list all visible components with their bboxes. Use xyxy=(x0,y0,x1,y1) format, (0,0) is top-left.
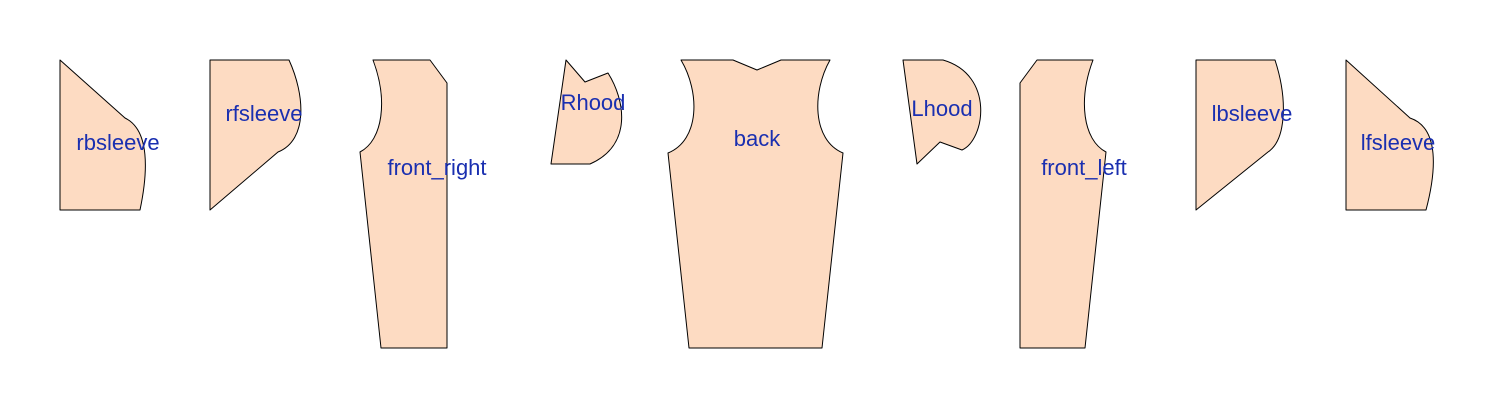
piece-lhood: Lhood xyxy=(902,59,982,165)
piece-rhood: Rhood xyxy=(550,59,626,165)
piece-front-right-label: front_right xyxy=(387,155,486,180)
piece-lfsleeve: lfsleeve xyxy=(1345,59,1436,211)
piece-front-left-label: front_left xyxy=(1041,155,1127,180)
piece-rhood-shape xyxy=(550,59,623,165)
piece-rbsleeve: rbsleeve xyxy=(59,59,160,211)
piece-rfsleeve-label: rfsleeve xyxy=(225,101,302,126)
piece-back-label: back xyxy=(734,126,781,151)
piece-lbsleeve-label: lbsleeve xyxy=(1212,101,1293,126)
piece-back-shape xyxy=(667,59,844,349)
piece-lfsleeve-shape xyxy=(1345,59,1434,211)
piece-front-right-shape xyxy=(359,59,448,349)
piece-lhood-label: Lhood xyxy=(911,96,972,121)
piece-rbsleeve-label: rbsleeve xyxy=(76,130,159,155)
piece-rfsleeve: rfsleeve xyxy=(209,59,303,211)
piece-lhood-shape xyxy=(902,59,982,165)
piece-lbsleeve-shape xyxy=(1195,59,1284,211)
piece-front-left: front_left xyxy=(1019,59,1127,349)
piece-rfsleeve-shape xyxy=(209,59,302,211)
piece-front-right: front_right xyxy=(359,59,487,349)
piece-back: back xyxy=(667,59,844,349)
piece-lfsleeve-label: lfsleeve xyxy=(1361,130,1436,155)
piece-lbsleeve: lbsleeve xyxy=(1195,59,1293,211)
piece-rbsleeve-shape xyxy=(59,59,146,211)
piece-front-left-shape xyxy=(1019,59,1107,349)
piece-rhood-label: Rhood xyxy=(561,90,626,115)
